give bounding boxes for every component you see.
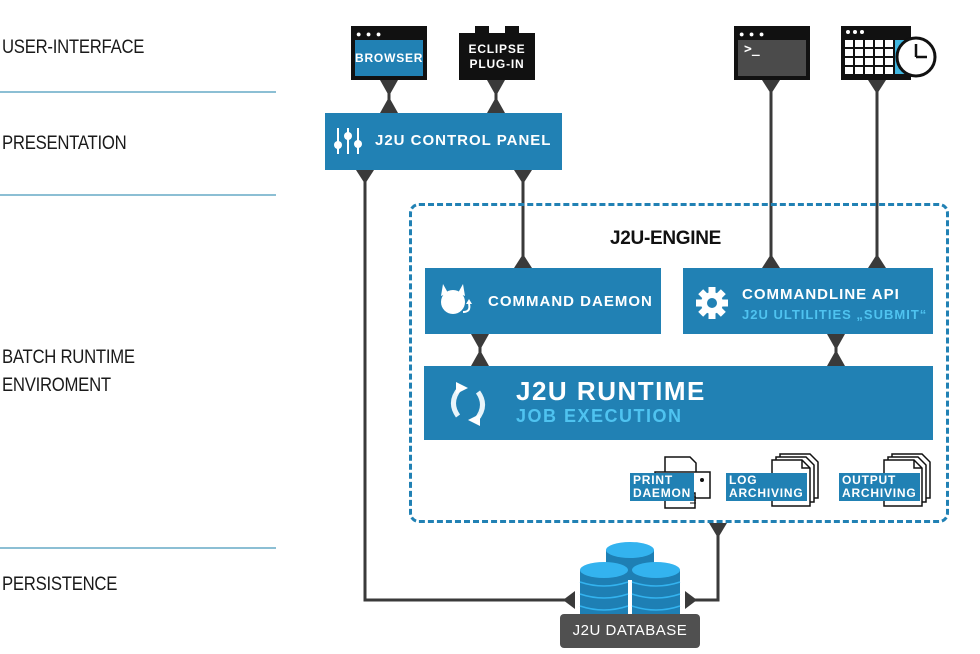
- layer-separator: [0, 194, 276, 196]
- print-daemon-label: PRINT DAEMON: [630, 473, 695, 501]
- engine-frame: [409, 203, 949, 523]
- output-archiving-label: OUTPUT ARCHIVING: [839, 473, 920, 501]
- terminal-icon: [738, 40, 806, 76]
- runtime-sublabel: JOB EXECUTION: [516, 406, 683, 426]
- arrow-up: [868, 254, 886, 268]
- log-archiving-node[interactable]: LOG ARCHIVING: [724, 452, 824, 510]
- print-daemon-line1: PRINT: [633, 473, 673, 487]
- output-archiving-line1: OUTPUT: [842, 473, 897, 487]
- arrow-up: [471, 350, 489, 366]
- terminal-prompt: >_: [744, 42, 760, 57]
- commandline-api-box[interactable]: COMMANDLINE API J2U ULTILITIES „SUBMIT“: [683, 268, 933, 334]
- arrow-down: [762, 80, 780, 94]
- arrow-left: [563, 591, 575, 609]
- layer-separator: [0, 91, 276, 93]
- arrow-down: [356, 170, 374, 184]
- arrow-down: [487, 80, 505, 96]
- arrow-down: [827, 334, 845, 350]
- gear-icon: [696, 287, 728, 319]
- calendar-clock-icon: [841, 26, 937, 80]
- refresh-icon: [451, 382, 485, 426]
- output-archiving-line2: ARCHIVING: [842, 486, 917, 500]
- commandline-api-label: COMMANDLINE API: [742, 286, 900, 303]
- command-daemon-label: COMMAND DAEMON: [488, 293, 653, 310]
- arrow-down: [514, 170, 532, 184]
- arrow-right: [685, 591, 697, 609]
- daemon-icon: [441, 284, 472, 314]
- browser-window-icon: [355, 40, 423, 76]
- sliders-icon: [334, 128, 362, 154]
- layer-label-user-interface: USER-INTERFACE: [2, 37, 145, 58]
- layer-label-batch-runtime-line2: ENVIROMENT: [2, 375, 111, 396]
- browser-node[interactable]: ● ● ● BROWSER: [351, 26, 427, 80]
- runtime-label: J2U RUNTIME: [516, 376, 706, 406]
- command-daemon-box[interactable]: COMMAND DAEMON: [425, 268, 661, 334]
- database-label: J2U DATABASE: [560, 614, 700, 648]
- window-dots-icon: ● ● ●: [356, 29, 383, 39]
- arrow-up: [762, 254, 780, 268]
- arrow-up: [514, 254, 532, 268]
- eclipse-label-line2: PLUG-IN: [469, 57, 525, 71]
- database-node[interactable]: [575, 540, 685, 620]
- control-panel-label: J2U CONTROL PANEL: [375, 132, 552, 149]
- arrow-up: [487, 97, 505, 113]
- browser-label: BROWSER: [355, 51, 424, 65]
- log-archiving-line2: ARCHIVING: [729, 486, 804, 500]
- layer-label-batch-runtime-line1: BATCH RUNTIME: [2, 347, 135, 368]
- log-archiving-line1: LOG: [729, 473, 758, 487]
- plugin-icon: [459, 26, 535, 80]
- arrow-down: [709, 523, 727, 538]
- arrow-down: [380, 80, 398, 96]
- runtime-box[interactable]: J2U RUNTIME JOB EXECUTION: [424, 366, 933, 440]
- print-daemon-node[interactable]: PRINT DAEMON: [630, 455, 715, 510]
- layer-label-persistence: PERSISTENCE: [2, 574, 118, 595]
- layer-label-presentation: PRESENTATION: [2, 133, 127, 154]
- database-icon: [579, 542, 681, 618]
- arrow-down: [868, 80, 886, 94]
- arrow-down: [471, 334, 489, 350]
- print-daemon-line2: DAEMON: [633, 486, 692, 500]
- engine-title: J2U-ENGINE: [610, 228, 722, 249]
- output-archiving-node[interactable]: OUTPUT ARCHIVING: [836, 452, 936, 510]
- window-dots-icon: ● ● ●: [739, 29, 766, 39]
- log-archiving-label: LOG ARCHIVING: [726, 473, 807, 501]
- eclipse-label-line1: ECLIPSE: [468, 42, 526, 56]
- control-panel-box[interactable]: J2U CONTROL PANEL: [325, 113, 562, 170]
- layer-separator: [0, 547, 276, 549]
- arrow-up: [380, 97, 398, 113]
- terminal-node[interactable]: ● ● ● >_: [734, 26, 810, 80]
- scheduler-node[interactable]: [841, 26, 941, 82]
- eclipse-plugin-node[interactable]: ECLIPSE PLUG-IN: [459, 26, 535, 80]
- commandline-api-sublabel: J2U ULTILITIES „SUBMIT“: [742, 307, 928, 322]
- arrow-up: [827, 350, 845, 366]
